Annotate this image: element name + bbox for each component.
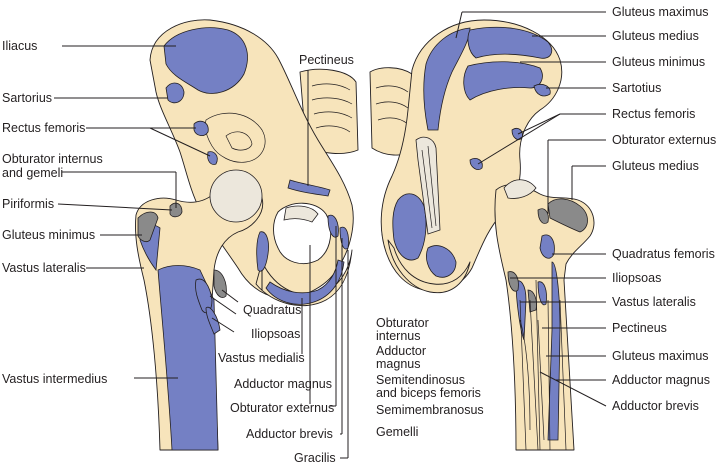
label-rectus-femoris-right: Rectus femoris	[612, 107, 695, 121]
label-adductor-brevis-right: Adductor brevis	[612, 399, 699, 413]
label-gluteus-maximus-1: Gluteus maximus	[612, 5, 709, 19]
label-gluteus-minimus: Gluteus minimus	[612, 55, 705, 69]
sartorius-origin	[166, 83, 184, 103]
label-iliopsoas: Iliopsoas	[251, 327, 300, 341]
label-adductor-brevis: Adductor brevis	[246, 427, 333, 441]
legend-gemelli: Gemelli	[376, 425, 418, 439]
legend-semitendinosus: Semitendinosus	[376, 373, 465, 387]
legend-list: Obturator internus Adductor magnus Semit…	[376, 316, 484, 439]
labels-right: Gluteus maximus Gluteus medius Gluteus m…	[612, 5, 716, 413]
label-quadratus: Quadratus	[243, 303, 301, 317]
label-pectineus: Pectineus	[299, 53, 354, 67]
legend-obturator: Obturator	[376, 316, 429, 330]
labels-left: Iliacus Sartorius Rectus femoris Obturat…	[2, 39, 107, 386]
label-adductor-magnus: Adductor magnus	[234, 377, 332, 391]
label-obturator-externus: Obturator externus	[230, 401, 334, 415]
label-vastus-lateralis-right: Vastus lateralis	[612, 295, 696, 309]
label-and-gemeli: and gemeli	[2, 166, 63, 180]
label-sartorius: Sartorius	[2, 91, 52, 105]
label-vastus-intermedius: Vastus intermedius	[2, 372, 107, 386]
label-adductor-magnus-right: Adductor magnus	[612, 373, 710, 387]
rectus-femoris-origin	[194, 121, 208, 135]
label-sartotius: Sartotius	[612, 81, 661, 95]
label-gluteus-minimus: Gluteus minimus	[2, 228, 95, 242]
label-pectineus-right: Pectineus	[612, 321, 667, 335]
label-gluteus-maximus-2: Gluteus maximus	[612, 349, 709, 363]
label-iliopsoas-right: Iliopsoas	[612, 271, 661, 285]
label-obturator-externus-right: Obturator externus	[612, 133, 716, 147]
label-gluteus-medius-2: Gluteus medius	[612, 159, 699, 173]
gluteus-medius-origin	[468, 27, 552, 58]
label-piriformis: Piriformis	[2, 197, 54, 211]
label-vastus-medialis: Vastus medialis	[218, 351, 305, 365]
legend-adductor: Adductor	[376, 344, 426, 358]
legend-magnus: magnus	[376, 357, 420, 371]
label-quadratus-femoris: Quadratus femoris	[612, 247, 715, 261]
legend-semimembranosus: Semimembranosus	[376, 403, 484, 417]
label-obturator-internus: Obturator internus	[2, 152, 103, 166]
ischial-muscles	[393, 194, 426, 260]
label-vastus-lateralis: Vastus lateralis	[2, 261, 86, 275]
legend-internus: internus	[376, 329, 420, 343]
legend-biceps-femoris: and biceps femoris	[376, 386, 481, 400]
label-gracilis: Gracilis	[294, 451, 336, 465]
label-rectus-femoris: Rectus femoris	[2, 121, 85, 135]
label-gluteus-medius-1: Gluteus medius	[612, 29, 699, 43]
femoral-head	[210, 170, 262, 222]
label-iliacus: Iliacus	[2, 39, 37, 53]
iliopsoas-insertion	[214, 270, 226, 298]
